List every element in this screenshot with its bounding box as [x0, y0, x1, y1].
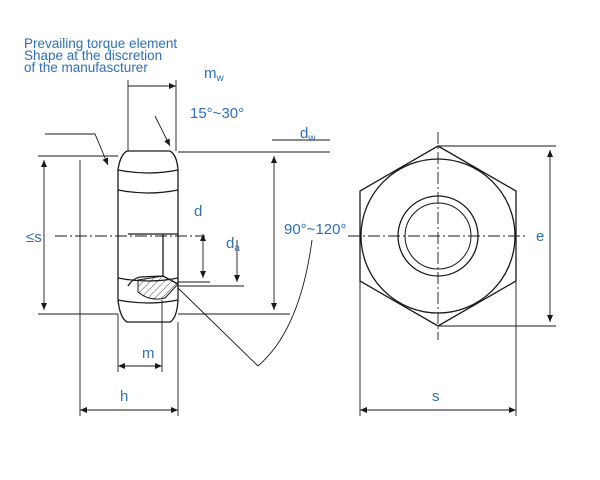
label-s-bottom: s — [432, 388, 440, 405]
label-m: m — [142, 345, 155, 362]
note-line-3: of the manufascturer — [24, 60, 148, 75]
side-view-right-profile — [169, 150, 179, 323]
label-da: da — [226, 235, 240, 255]
prevailing-torque-element — [127, 275, 179, 287]
note-line-1: Prevailing torque element — [24, 36, 178, 51]
note-line-2: Shape at the discretion — [24, 48, 163, 63]
front-view — [348, 132, 528, 340]
torque-element-leader — [45, 133, 109, 166]
side-view — [117, 150, 179, 323]
label-s-side: ≤s — [26, 229, 42, 246]
prevailing-torque-note: Prevailing torque element Shape at the d… — [24, 36, 178, 75]
label-e: e — [536, 228, 545, 245]
hatched-insert — [137, 275, 179, 300]
label-angle-bottom: 90°~120° — [284, 221, 347, 238]
label-angle-top: 15°~30° — [190, 105, 245, 122]
label-h: h — [120, 388, 129, 405]
label-mw: mw — [204, 65, 224, 85]
label-d: d — [194, 203, 203, 220]
angle-arc-bottom — [257, 239, 313, 367]
side-view-left-profile — [117, 150, 128, 323]
angle-leader-top — [154, 115, 171, 147]
label-dw: dw — [300, 125, 316, 145]
hex-band-upper — [117, 169, 179, 174]
